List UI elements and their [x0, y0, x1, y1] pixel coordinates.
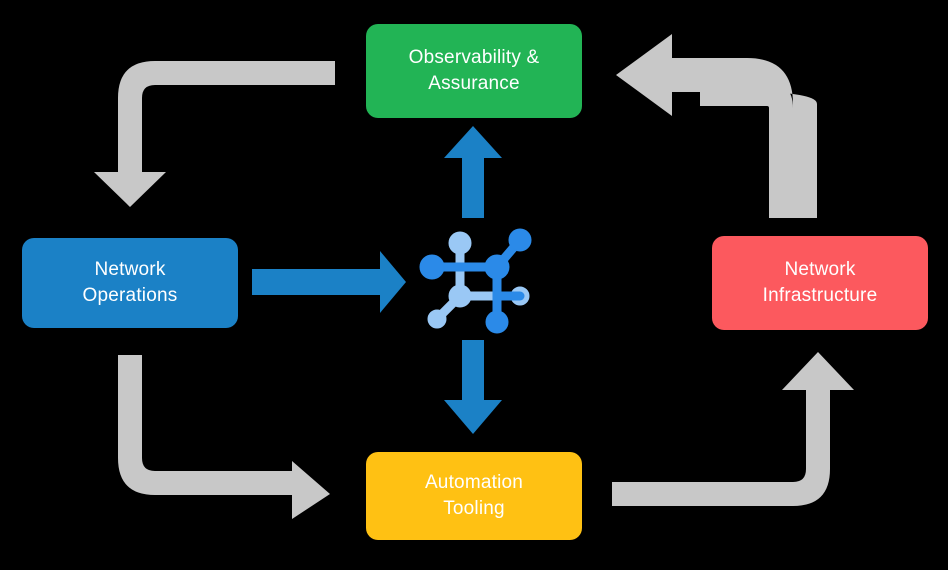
arrow-operations-to-automation — [118, 355, 330, 519]
node-observability-assurance[interactable]: Observability & Assurance — [366, 24, 582, 118]
node-network-operations[interactable]: Network Operations — [22, 238, 238, 328]
node-automation-tooling[interactable]: Automation Tooling — [366, 452, 582, 540]
arrow-center-to-automation — [444, 340, 502, 434]
node-network-operations-label: Network Operations — [82, 259, 178, 306]
network-topology-icon-hitarea[interactable] — [418, 218, 534, 334]
arrow-operations-to-center — [252, 251, 406, 313]
arrow-observability-to-operations — [94, 61, 335, 207]
node-network-infrastructure[interactable]: Network Infrastructure — [712, 236, 928, 330]
node-observability-assurance-label: Observability & Assurance — [408, 47, 540, 94]
arrow-center-to-observability — [444, 126, 502, 218]
node-network-infrastructure-label: Network Infrastructure — [762, 259, 878, 306]
arrow-infrastructure-to-observability-body — [700, 82, 793, 218]
node-automation-tooling-label: Automation Tooling — [424, 472, 524, 519]
arrow-infrastructure-to-observability — [616, 34, 817, 218]
arrow-automation-to-infrastructure — [612, 352, 854, 506]
